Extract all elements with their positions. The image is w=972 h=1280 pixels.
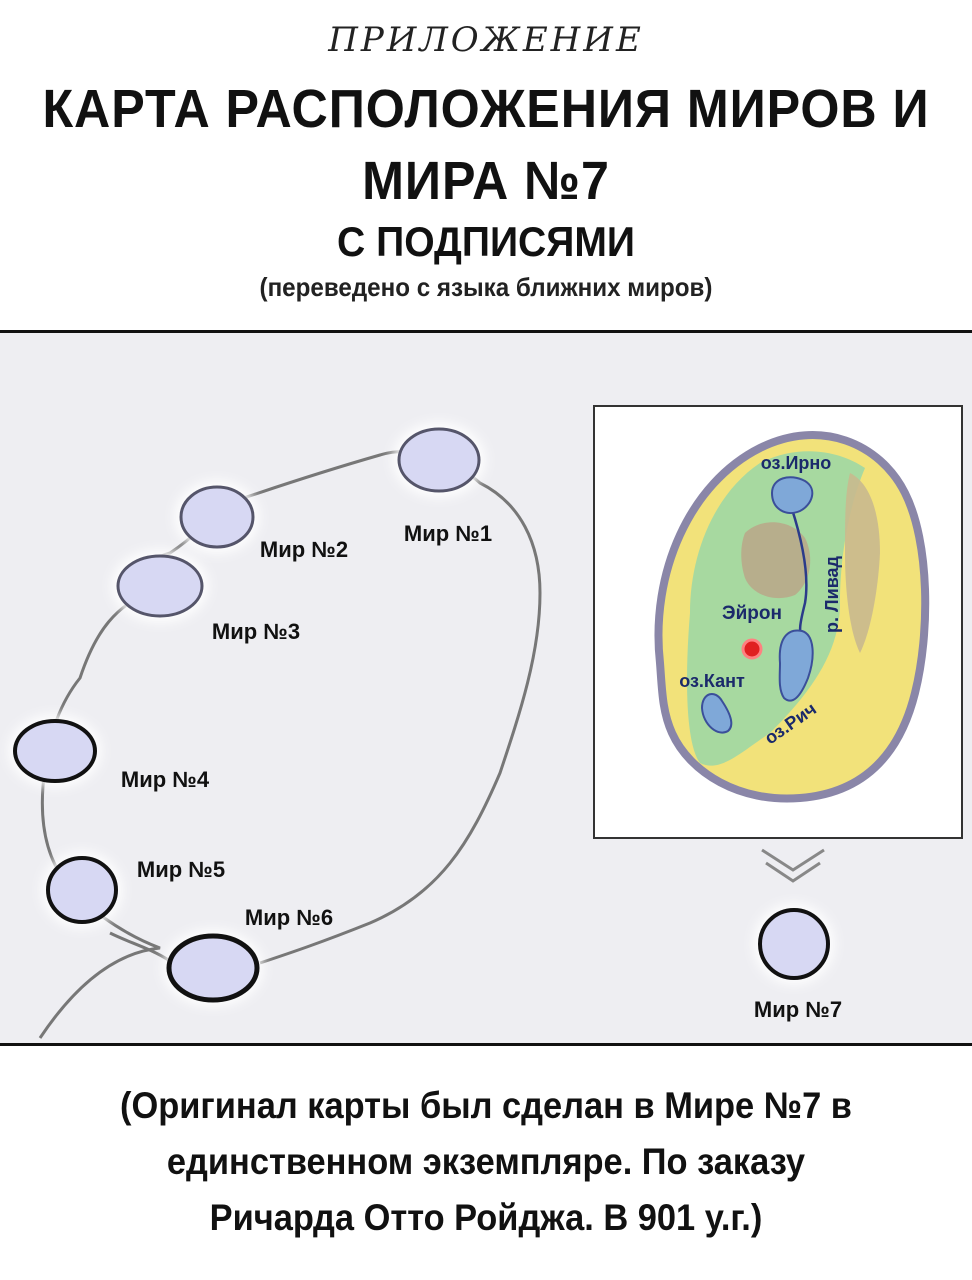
page-title-line-1: КАРТА РАСПОЛОЖЕНИЯ МИРОВ И <box>42 79 930 139</box>
page-subtitle: (переведено с языка ближних миров) <box>259 272 713 302</box>
mountain-area-west <box>741 522 811 599</box>
caption-line-1: (Оригинал карты был сделан в Мире №7 в <box>120 1085 852 1126</box>
lake-irno-label: оз.Ирно <box>761 453 832 473</box>
city-eyron-label: Эйрон <box>722 603 782 624</box>
grassland-area <box>687 451 865 766</box>
world-7-label: Мир №7 <box>754 997 842 1022</box>
caption-line-3: Ричарда Отто Ройджа. В 901 у.г.) <box>209 1197 763 1238</box>
footnote-caption: (Оригинал карты был сделан в Мире №7 в е… <box>34 1078 938 1246</box>
page-title-line-2: МИРА №7 <box>362 151 610 211</box>
river-livad-label: р. Ливад <box>822 555 842 633</box>
world-3: Мир №3 <box>112 550 300 644</box>
world-2-label: Мир №2 <box>260 537 348 562</box>
page-title-line-3: С ПОДПИСЯМИ <box>337 218 635 265</box>
world-5-label: Мир №5 <box>137 857 225 882</box>
world-4: Мир №4 <box>9 715 210 792</box>
world-6: Мир №6 <box>163 905 333 1006</box>
world-1-label: Мир №1 <box>404 521 492 546</box>
world-5: Мир №5 <box>42 852 225 928</box>
mountain-area-east <box>845 473 880 653</box>
world-2: Мир №2 <box>175 481 348 562</box>
city-eyron-marker <box>741 638 763 660</box>
world-connection-branch <box>109 931 171 963</box>
world-7-inset-map: оз.Ирно р. Ливад Эйрон оз.Кант оз.Рич <box>593 405 963 839</box>
worlds-map-panel: Мир №1 Мир №2 Мир №3 Мир №4 Мир №5 Мир №… <box>0 330 972 1046</box>
worlds-map-diagram: Мир №1 Мир №2 Мир №3 Мир №4 Мир №5 Мир №… <box>9 405 963 1039</box>
lake-irno-shape <box>770 476 814 514</box>
world-4-label: Мир №4 <box>121 767 210 792</box>
lake-rich-shape <box>778 629 814 702</box>
world-3-label: Мир №3 <box>212 619 300 644</box>
world-6-label: Мир №6 <box>245 905 333 930</box>
world-1: Мир №1 <box>393 423 492 546</box>
lake-kant-label: оз.Кант <box>679 671 745 691</box>
world-7: Мир №7 <box>754 904 842 1022</box>
zoom-chevron-icon <box>761 848 825 883</box>
lake-kant-shape <box>700 692 733 734</box>
supertitle: ПРИЛОЖЕНИЕ <box>328 20 644 60</box>
caption-line-2: единственном экземпляре. По заказу <box>166 1141 806 1182</box>
